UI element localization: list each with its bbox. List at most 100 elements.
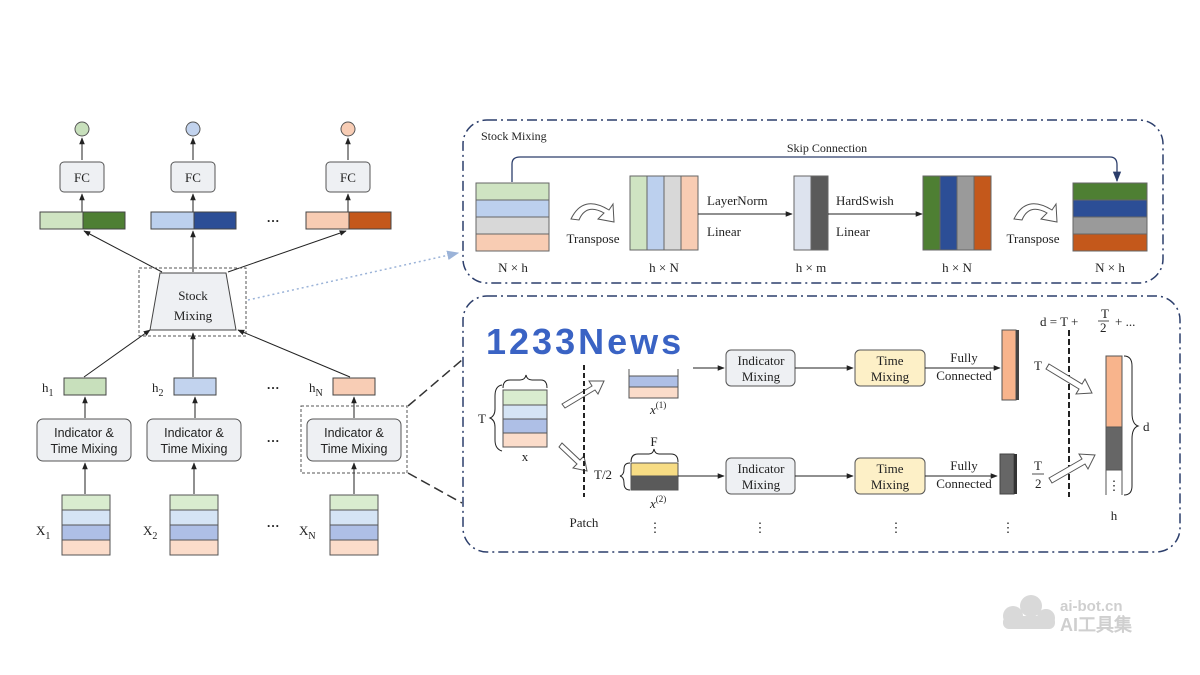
svg-text:Mixing: Mixing xyxy=(742,477,781,492)
dim-label-2: h × N xyxy=(649,260,679,275)
skip-connection-label: Skip Connection xyxy=(787,141,867,155)
brand-line-1: ai-bot.cn xyxy=(1060,598,1123,615)
svg-text:Time: Time xyxy=(877,461,904,476)
brand-line-2: AI工具集 xyxy=(1060,614,1133,635)
t-half-den: 2 xyxy=(1035,476,1042,491)
vdots-2: ⋮ xyxy=(754,520,767,535)
indicator-time-mixing-2: Indicator & Time Mixing xyxy=(146,418,242,462)
transpose-arrow-icon xyxy=(1013,202,1058,223)
h-label-2: h2 xyxy=(152,380,164,399)
fully-connected-1b: Connected xyxy=(936,368,992,383)
fc-box-1: FC xyxy=(59,161,105,193)
t-brace xyxy=(488,384,503,452)
svg-text:Indicator &: Indicator & xyxy=(54,426,114,440)
t-label-out: T xyxy=(1034,358,1042,373)
stock-mixing-label-2: Mixing xyxy=(174,308,213,323)
input-stack-1 xyxy=(61,494,111,556)
svg-text:Indicator: Indicator xyxy=(738,353,786,368)
input-stack-n xyxy=(329,494,379,556)
formula-d: d = T + xyxy=(1040,314,1078,329)
stock-panel-title: Stock Mixing xyxy=(481,129,547,143)
dim-label-3: h × m xyxy=(796,260,826,275)
indicator-mixing-box-2: Indicator Mixing xyxy=(725,457,796,495)
indicator-time-mixing-n: Indicator & Time Mixing xyxy=(306,418,402,462)
t-half-num: T xyxy=(1034,458,1042,473)
hollow-arrow-down xyxy=(558,442,588,472)
matrix-h-by-n-light xyxy=(629,175,699,251)
t-half-brace xyxy=(619,462,631,491)
x-input-label: x xyxy=(522,449,529,464)
output-bar-t-half xyxy=(999,453,1017,495)
fully-connected-2b: Connected xyxy=(936,476,992,491)
formula-rest: + ... xyxy=(1115,314,1135,329)
x1-label: x(1) xyxy=(649,400,666,417)
fc-label: FC xyxy=(74,170,90,185)
transpose-label-1: Transpose xyxy=(567,231,620,246)
dim-label-5: N × h xyxy=(1095,260,1125,275)
fully-connected-2a: Fully xyxy=(950,458,978,473)
time-panel-connector-top xyxy=(407,359,463,407)
t-label-input: T xyxy=(478,411,486,426)
top-brace xyxy=(502,374,548,389)
h-label-final: h xyxy=(1111,508,1118,523)
hardswish-label: HardSwish xyxy=(836,193,894,208)
hollow-arrow-concat-1 xyxy=(1045,363,1093,395)
left-architecture: FC FC FC ··· xyxy=(36,121,463,556)
x-label-2: X2 xyxy=(143,523,157,542)
vdots-4: ⋮ xyxy=(1002,520,1015,535)
embedding-bar-n xyxy=(305,211,392,230)
f-label: F xyxy=(650,434,657,449)
watermark-text: 1233News xyxy=(486,321,684,362)
indicator-time-mixing-1: Indicator & Time Mixing xyxy=(36,418,132,462)
ellipsis-bottom: ··· xyxy=(266,518,279,533)
fc-box-n: FC xyxy=(325,161,371,193)
patch-x2 xyxy=(630,462,679,491)
t-half-label: T/2 xyxy=(594,467,612,482)
svg-text:Mixing: Mixing xyxy=(871,369,910,384)
formula-frac-den: 2 xyxy=(1100,320,1107,335)
fc-label: FC xyxy=(340,170,356,185)
linear-label-1: Linear xyxy=(707,224,742,239)
patch-x1 xyxy=(628,369,679,399)
matrix-n-by-h-output xyxy=(1072,182,1148,252)
time-mixing-panel: 1233News d = T + T 2 + ... T x Patch xyxy=(462,295,1181,553)
vdots-1: ⋮ xyxy=(649,520,662,535)
fc-box-2: FC xyxy=(170,161,216,193)
svg-text:Time Mixing: Time Mixing xyxy=(321,442,388,456)
svg-text:Indicator &: Indicator & xyxy=(324,426,384,440)
indicator-mixing-box-1: Indicator Mixing xyxy=(725,349,796,387)
svg-text:Indicator &: Indicator & xyxy=(164,426,224,440)
patch-label: Patch xyxy=(570,515,599,530)
embedding-bar-2 xyxy=(150,211,237,230)
output-node-1 xyxy=(74,121,90,137)
dim-label-1: N × h xyxy=(498,260,528,275)
layernorm-label: LayerNorm xyxy=(707,193,768,208)
stock-mixing-label-1: Stock xyxy=(178,288,208,303)
h-label-1: h1 xyxy=(42,380,54,399)
dim-label-4: h × N xyxy=(942,260,972,275)
svg-text:Mixing: Mixing xyxy=(871,477,910,492)
transpose-label-2: Transpose xyxy=(1007,231,1060,246)
skip-connection-arrow xyxy=(511,156,1122,183)
brand-logo: ai-bot.cn AI工具集 xyxy=(1003,595,1133,635)
vdots-h: ⋮ xyxy=(1108,478,1121,493)
h-bar-2 xyxy=(173,377,217,396)
brand-cloud-icon xyxy=(1003,595,1055,629)
svg-text:Mixing: Mixing xyxy=(742,369,781,384)
formula-frac-num: T xyxy=(1101,306,1109,321)
vdots-3: ⋮ xyxy=(890,520,903,535)
stock-mixing-block xyxy=(149,272,237,331)
fc-label: FC xyxy=(185,170,201,185)
time-mixing-box-1: Time Mixing xyxy=(854,349,926,387)
svg-text:Time: Time xyxy=(877,353,904,368)
hollow-arrow-concat-2 xyxy=(1048,453,1096,484)
h-bar-1 xyxy=(63,377,107,396)
matrix-h-by-m xyxy=(793,175,829,251)
stock-panel-connector xyxy=(247,250,460,301)
output-bar-t xyxy=(1001,329,1019,401)
h-label-n: hN xyxy=(309,380,323,399)
svg-text:Time Mixing: Time Mixing xyxy=(161,442,228,456)
final-h-vector xyxy=(1105,355,1123,495)
hollow-arrow-up xyxy=(561,380,605,409)
output-node-2 xyxy=(185,121,201,137)
